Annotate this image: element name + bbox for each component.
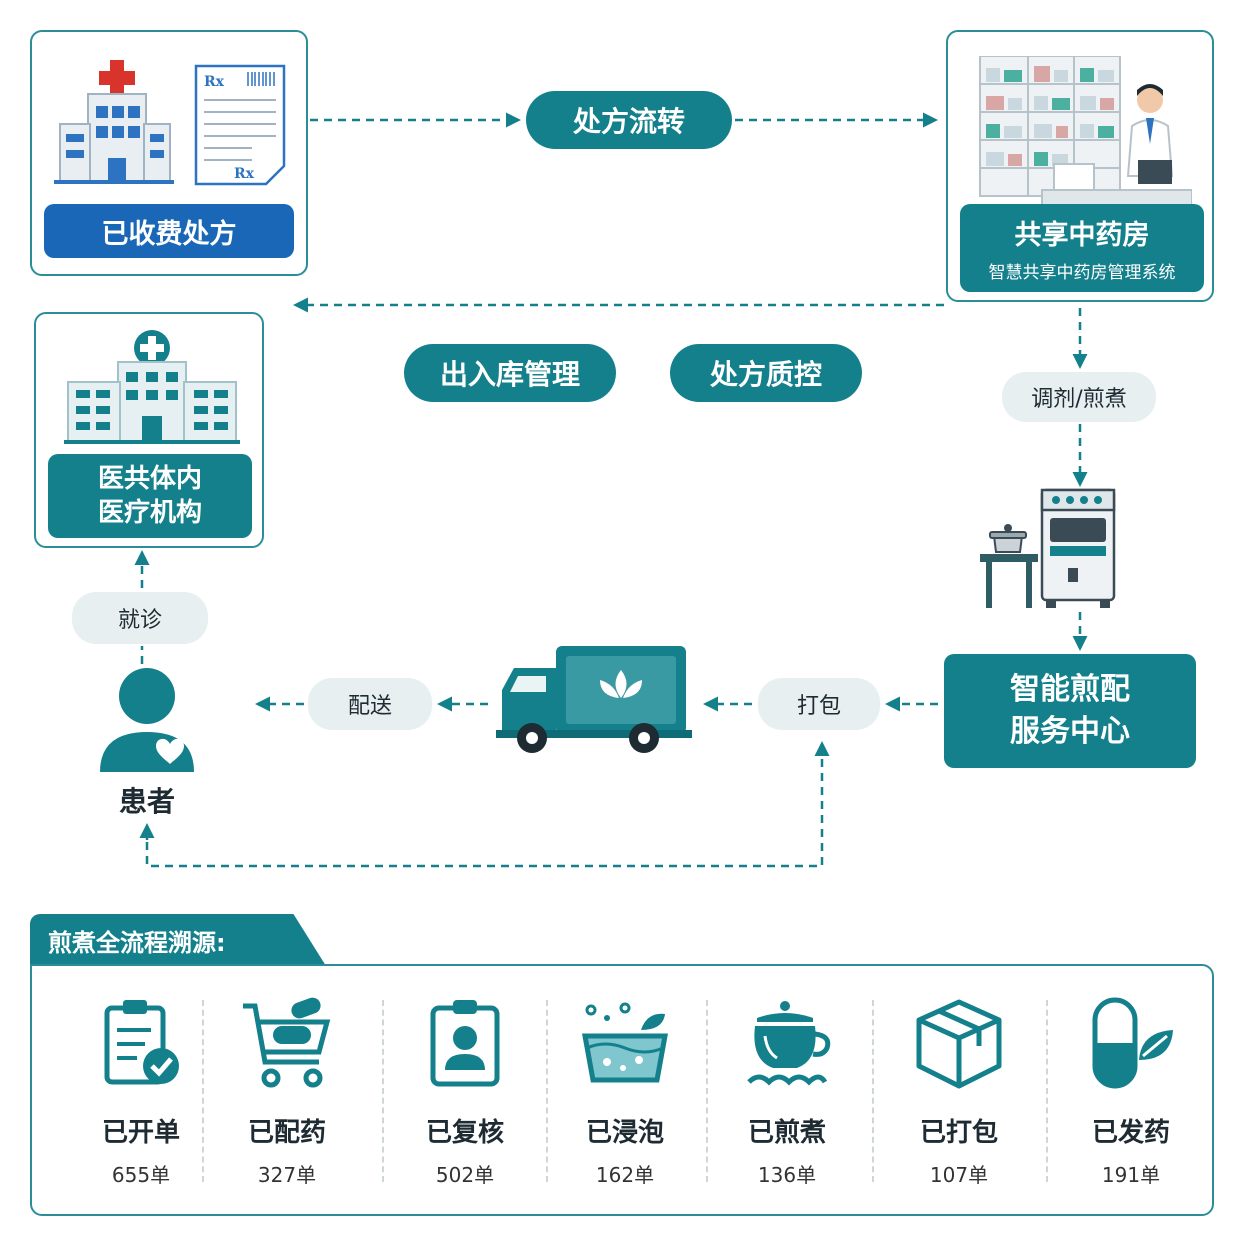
- trace-divider: [1046, 1000, 1048, 1182]
- trace-step-count: 162单: [595, 1163, 655, 1187]
- trace-step-dispensed: 已配药 327单: [212, 966, 362, 1214]
- trace-step-label: 已配药: [247, 1118, 326, 1148]
- prescription-document-icon: Rx Rx: [194, 64, 286, 186]
- institution-card: 医共体内 医疗机构: [34, 312, 264, 548]
- trace-step-label: 已浸泡: [585, 1118, 664, 1148]
- trace-step-count: 655单: [111, 1163, 171, 1187]
- trace-step-delivered: 已发药 191单: [1056, 966, 1206, 1214]
- trace-step-label: 已复核: [425, 1118, 504, 1148]
- clipboard-check-icon: [104, 1000, 179, 1085]
- pharmacy-title: 共享中药房: [1014, 220, 1150, 251]
- trace-divider: [382, 1000, 384, 1182]
- decoction-machine-icon: [980, 488, 1116, 608]
- institution-line1: 医共体内: [97, 464, 202, 494]
- visit-label: 就诊: [72, 592, 208, 644]
- decoction-center-line2: 服务中心: [1010, 714, 1130, 749]
- cart-pills-icon: [243, 997, 331, 1088]
- trace-step-count: 107单: [929, 1163, 989, 1187]
- shared-pharmacy-card: 共享中药房 智慧共享中药房管理系统: [946, 30, 1214, 302]
- trace-step-label: 已开单: [101, 1118, 180, 1148]
- shared-pharmacy-label: 共享中药房 智慧共享中药房管理系统: [960, 204, 1204, 292]
- trace-step-label: 已煎煮: [747, 1118, 826, 1148]
- trace-step-label: 已打包: [919, 1118, 998, 1148]
- trace-step-count: 502单: [435, 1163, 495, 1187]
- trace-divider: [872, 1000, 874, 1182]
- patient-label: 患者: [118, 785, 175, 818]
- badge-person-icon: [430, 1000, 500, 1087]
- soaking-basin-icon: [582, 1002, 668, 1083]
- capsule-leaf-icon: [1092, 997, 1173, 1089]
- trace-divider: [706, 1000, 708, 1182]
- pharmacy-counter-icon: [972, 56, 1192, 214]
- decoction-center-box: 智能煎配 服务中心: [944, 654, 1196, 768]
- hospital-building-icon: [64, 330, 240, 444]
- hospital-icon: [54, 60, 174, 184]
- trace-divider: [202, 1000, 204, 1182]
- svg-text:Rx: Rx: [204, 74, 225, 90]
- patient-icon: [100, 668, 194, 772]
- trace-title: 煎煮全流程溯源:: [30, 914, 326, 966]
- trace-panel: 已开单 655单 已配药 327单 已复核 502单: [30, 964, 1214, 1216]
- trace-step-packaged: 已打包 107单: [884, 966, 1034, 1214]
- trace-step-count: 191单: [1101, 1163, 1161, 1187]
- decoction-pot-icon: [747, 1001, 831, 1086]
- trace-step-reviewed: 已复核 502单: [390, 966, 540, 1214]
- arrow-loop-to-package: [145, 741, 830, 868]
- institution-line2: 医疗机构: [97, 498, 202, 528]
- package-box-icon: [916, 999, 1002, 1089]
- trace-step-count: 136单: [757, 1163, 817, 1187]
- delivery-truck-icon: [496, 646, 692, 753]
- trace-divider: [546, 1000, 548, 1182]
- trace-step-label: 已发药: [1091, 1118, 1170, 1148]
- trace-step-ordered: 已开单 655单: [66, 966, 216, 1214]
- institution-label: 医共体内 医疗机构: [48, 454, 252, 538]
- trace-step-count: 327单: [257, 1163, 317, 1187]
- prescription-quality-pill: 处方质控: [670, 344, 862, 402]
- package-label: 打包: [758, 678, 880, 730]
- trace-step-soaked: 已浸泡 162单: [550, 966, 700, 1214]
- svg-text:Rx: Rx: [234, 166, 255, 182]
- inventory-management-pill: 出入库管理: [404, 344, 616, 402]
- prescription-flow-pill: 处方流转: [526, 91, 732, 149]
- delivery-label: 配送: [308, 678, 432, 730]
- decoction-center-line1: 智能煎配: [1010, 672, 1130, 707]
- pharmacy-subtitle: 智慧共享中药房管理系统: [988, 263, 1176, 283]
- dispense-decoct-label: 调剂/煎煮: [1002, 372, 1156, 422]
- trace-step-decocted: 已煎煮 136单: [712, 966, 862, 1214]
- charged-prescription-label: 已收费处方: [44, 204, 294, 258]
- charged-prescription-card: Rx Rx 已收费处方: [30, 30, 308, 276]
